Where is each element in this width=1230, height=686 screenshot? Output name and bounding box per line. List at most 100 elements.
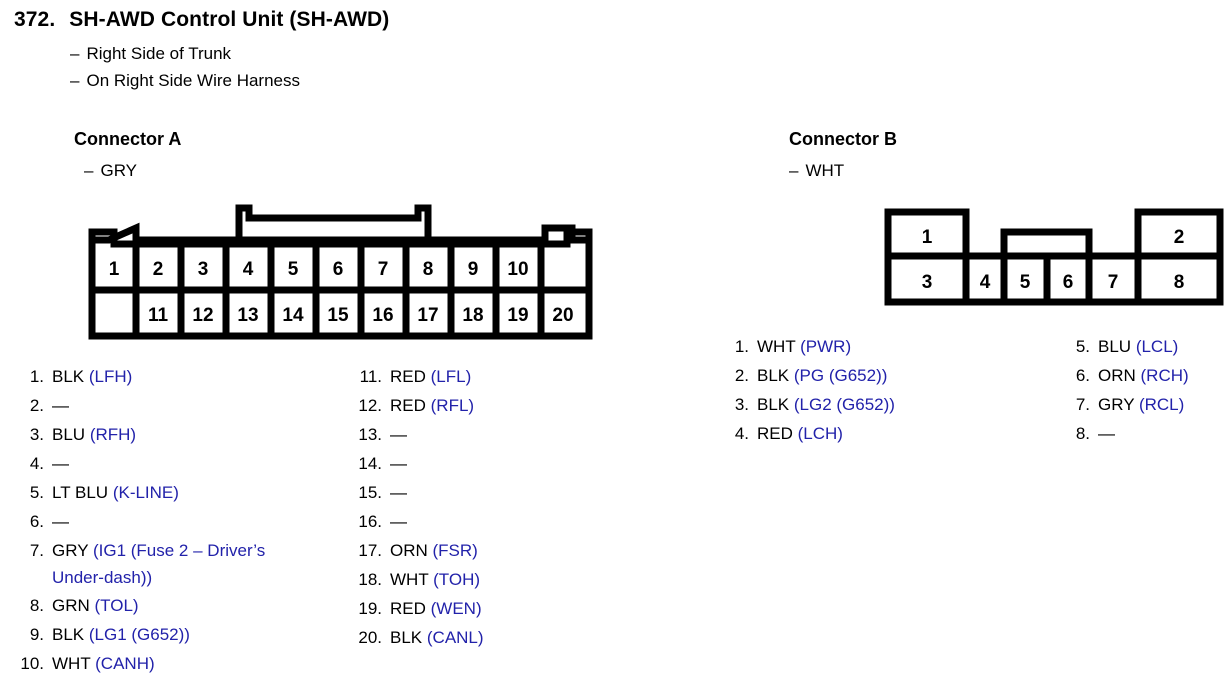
connector-b-pin-5: 5 <box>1020 272 1031 293</box>
pin-signal-name: (RFH) <box>89 425 137 444</box>
pin-signal-name: (LFH) <box>88 367 133 386</box>
pin-row: 10. WHT (CANH) <box>14 649 265 678</box>
pin-row: 4. — <box>14 449 265 478</box>
pin-signal-name: (WEN) <box>430 599 482 618</box>
pin-number: 6. <box>29 512 44 531</box>
pin-number: 4. <box>29 454 44 473</box>
pin-signal-name: (CANH) <box>95 654 155 673</box>
pin-number: 20. <box>358 628 382 647</box>
pin-text: BLK (LG2 (G652)) <box>757 390 895 419</box>
pin-number: 18. <box>358 570 382 589</box>
location-line-2-text: On Right Side Wire Harness <box>86 71 300 90</box>
pin-row: 13. — <box>349 420 484 449</box>
pin-wire-color: — <box>52 454 69 473</box>
pin-wire-color: BLK <box>757 395 790 414</box>
pin-number: 1. <box>734 337 749 356</box>
connector-a-pin-2: 2 <box>153 259 164 280</box>
pin-row: 1. WHT (PWR) <box>731 332 895 361</box>
pin-text: BLU (LCL) <box>1098 332 1178 361</box>
pin-row: 15. — <box>349 478 484 507</box>
pin-text: BLK (LG1 (G652)) <box>52 620 190 649</box>
pin-text: — <box>390 420 407 449</box>
connector-a-pin-9: 9 <box>468 259 479 280</box>
location-line-1-text: Right Side of Trunk <box>86 44 232 63</box>
pin-row: 7. GRY (RCL) <box>1072 390 1189 419</box>
connector-b-pin-6: 6 <box>1063 272 1074 293</box>
pin-wire-color: — <box>390 425 407 444</box>
pin-signal-name: (K-LINE) <box>112 483 179 502</box>
pin-wire-color: — <box>52 512 69 531</box>
connector-b-pin-1: 1 <box>922 227 933 248</box>
pin-wire-color: WHT <box>52 654 91 673</box>
pin-text: — <box>52 391 69 420</box>
connector-b-pin-list-column-2: 5. BLU (LCL) 6. ORN (RCH) 7. GRY (RCL) 8… <box>1072 332 1189 448</box>
pin-number: 19. <box>358 599 382 618</box>
pin-text: ORN (RCH) <box>1098 361 1189 390</box>
pin-wire-color: WHT <box>390 570 429 589</box>
pin-text: WHT (CANH) <box>52 649 155 678</box>
pin-row: 4. RED (LCH) <box>731 419 895 448</box>
pin-text: — <box>52 449 69 478</box>
connector-a-pin-14: 14 <box>282 305 304 326</box>
pin-number: 7. <box>29 541 44 560</box>
pin-number: 5. <box>1075 337 1090 356</box>
pin-number: 6. <box>1075 366 1090 385</box>
connector-a-pin-12: 12 <box>192 305 213 326</box>
pin-text: BLK (LFH) <box>52 362 132 391</box>
connector-a-pin-15: 15 <box>327 305 349 326</box>
connector-a-pin-4: 4 <box>243 259 254 280</box>
connector-b-color: WHT <box>805 161 845 180</box>
connector-a-pin-13: 13 <box>237 305 258 326</box>
pin-number: 8. <box>29 596 44 615</box>
pin-text: RED (WEN) <box>390 594 482 623</box>
pin-wire-color: — <box>390 483 407 502</box>
connector-a-color: GRY <box>100 161 138 180</box>
pin-signal-name: (CANL) <box>426 628 484 647</box>
page-title: 372.SH-AWD Control Unit (SH-AWD) <box>14 8 389 32</box>
pin-wire-color: GRN <box>52 596 90 615</box>
pin-row: 14. — <box>349 449 484 478</box>
pin-number: 2. <box>29 396 44 415</box>
pin-number: 15. <box>358 483 382 502</box>
pin-wire-color: GRY <box>1098 395 1135 414</box>
pin-wire-color: GRY <box>52 541 89 560</box>
pin-text: BLK (CANL) <box>390 623 484 652</box>
pin-signal-name: (PWR) <box>800 337 852 356</box>
connector-a-pin-list-column-2: 11. RED (LFL) 12. RED (RFL) 13. — 14. — … <box>349 362 484 652</box>
connector-a-pin-11: 11 <box>148 305 169 326</box>
connector-a-pin-3: 3 <box>198 259 209 280</box>
pin-text: — <box>52 507 69 536</box>
pin-number: 9. <box>29 625 44 644</box>
dash-glyph: – <box>70 44 80 63</box>
pin-signal-name: (LCH) <box>797 424 843 443</box>
connector-b-pin-4: 4 <box>980 272 991 293</box>
connector-a-pin-8: 8 <box>423 259 434 280</box>
pin-row: 8. — <box>1072 419 1189 448</box>
pin-row: 1. BLK (LFH) <box>14 362 265 391</box>
pin-signal-name: (IG1 (Fuse 2 – Driver’s <box>92 541 266 560</box>
pin-row: 18. WHT (TOH) <box>349 565 484 594</box>
pin-wire-color: RED <box>390 599 426 618</box>
connector-a-pin-1: 1 <box>109 259 120 280</box>
pin-wire-color: BLU <box>52 425 86 444</box>
connector-b-heading: Connector B <box>789 129 897 149</box>
pin-wire-color: BLK <box>52 625 85 644</box>
connector-b-pin-3: 3 <box>922 272 933 293</box>
pin-number: 1. <box>29 367 44 386</box>
pin-text: LT BLU (K-LINE) <box>52 478 179 507</box>
pin-wire-color: — <box>52 396 69 415</box>
pin-text: WHT (TOH) <box>390 565 480 594</box>
pin-row: 2. — <box>14 391 265 420</box>
connector-b-pin-7: 7 <box>1108 272 1119 293</box>
pin-text: BLK (PG (G652)) <box>757 361 887 390</box>
connector-a-pin-19: 19 <box>507 305 528 326</box>
pin-text: WHT (PWR) <box>757 332 851 361</box>
pin-wire-color: RED <box>757 424 793 443</box>
pin-signal-name: (FSR) <box>432 541 478 560</box>
pin-text: — <box>390 449 407 478</box>
pin-wire-color: — <box>1098 424 1115 443</box>
connector-b-pin-list-column-1: 1. WHT (PWR) 2. BLK (PG (G652)) 3. BLK (… <box>731 332 895 448</box>
pin-text: — <box>390 478 407 507</box>
pin-wire-color: BLK <box>390 628 423 647</box>
page-title-text: SH-AWD Control Unit (SH-AWD) <box>69 8 390 31</box>
